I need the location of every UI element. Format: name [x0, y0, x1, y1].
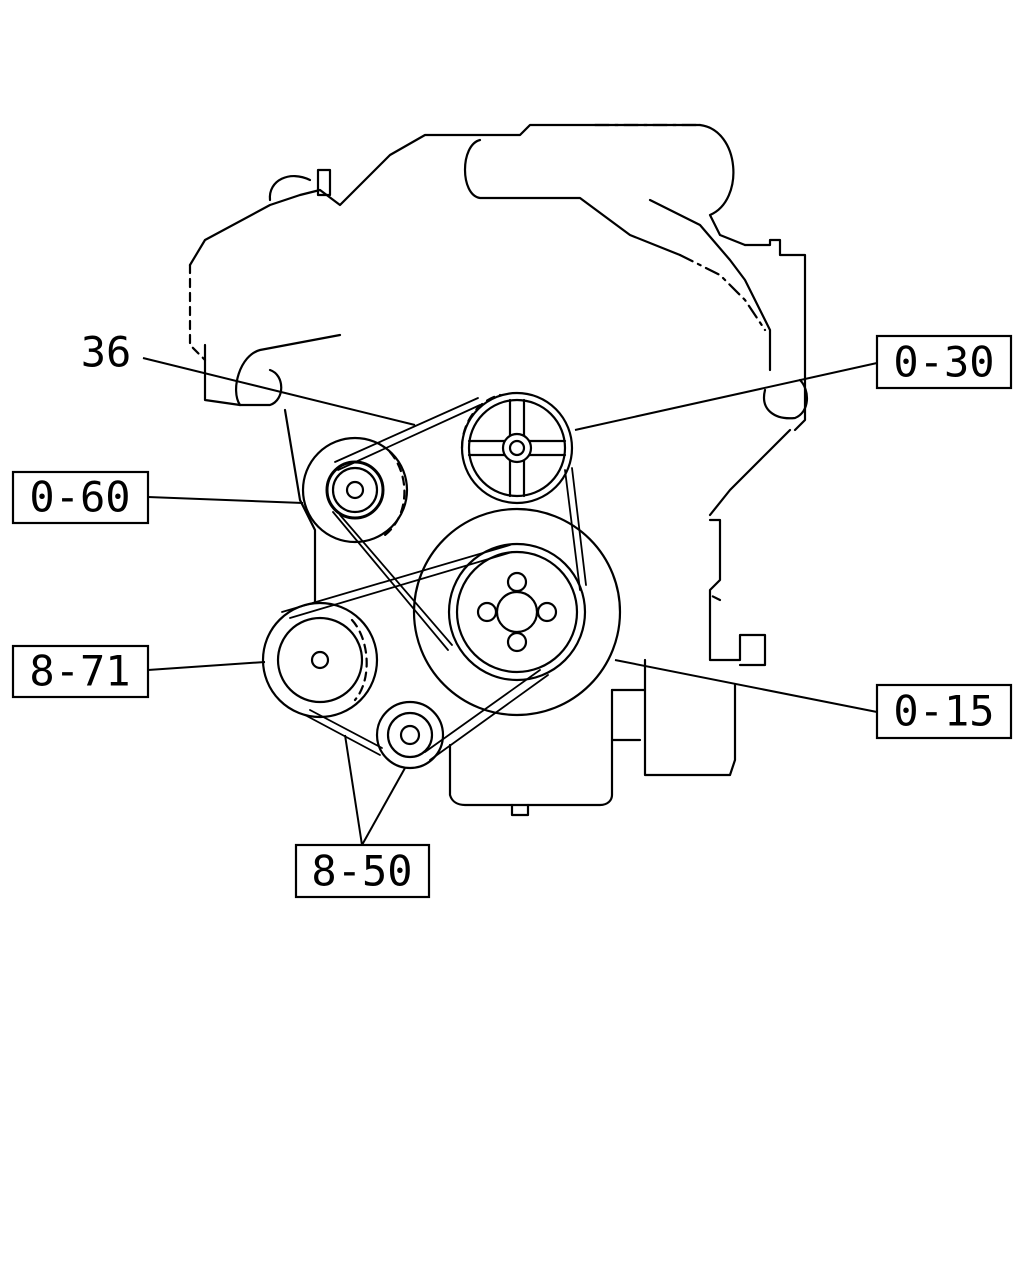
callout-8-50[interactable]: 8-50: [294, 843, 431, 899]
idler-pulley-upper: [301, 436, 409, 544]
engine-outline: [188, 123, 808, 817]
callout-36-text: 36: [81, 328, 132, 377]
callout-0-30[interactable]: 0-30: [875, 334, 1013, 390]
callout-0-15[interactable]: 0-15: [875, 683, 1013, 740]
fan-pulley: [460, 391, 574, 505]
crankshaft-pulley: [412, 507, 622, 717]
callout-0-15-text: 0-15: [893, 687, 994, 736]
leader-lines: [142, 357, 878, 846]
callout-8-50-text: 8-50: [311, 847, 412, 896]
callout-8-71[interactable]: 8-71: [11, 644, 150, 699]
callout-0-30-text: 0-30: [893, 338, 994, 387]
callout-36: 36: [81, 328, 132, 377]
compressor-pulley: [261, 601, 379, 719]
callout-0-60-text: 0-60: [29, 473, 130, 522]
callout-8-71-text: 8-71: [29, 647, 130, 696]
callout-0-60[interactable]: 0-60: [11, 470, 150, 525]
lower-belt: [281, 544, 549, 761]
